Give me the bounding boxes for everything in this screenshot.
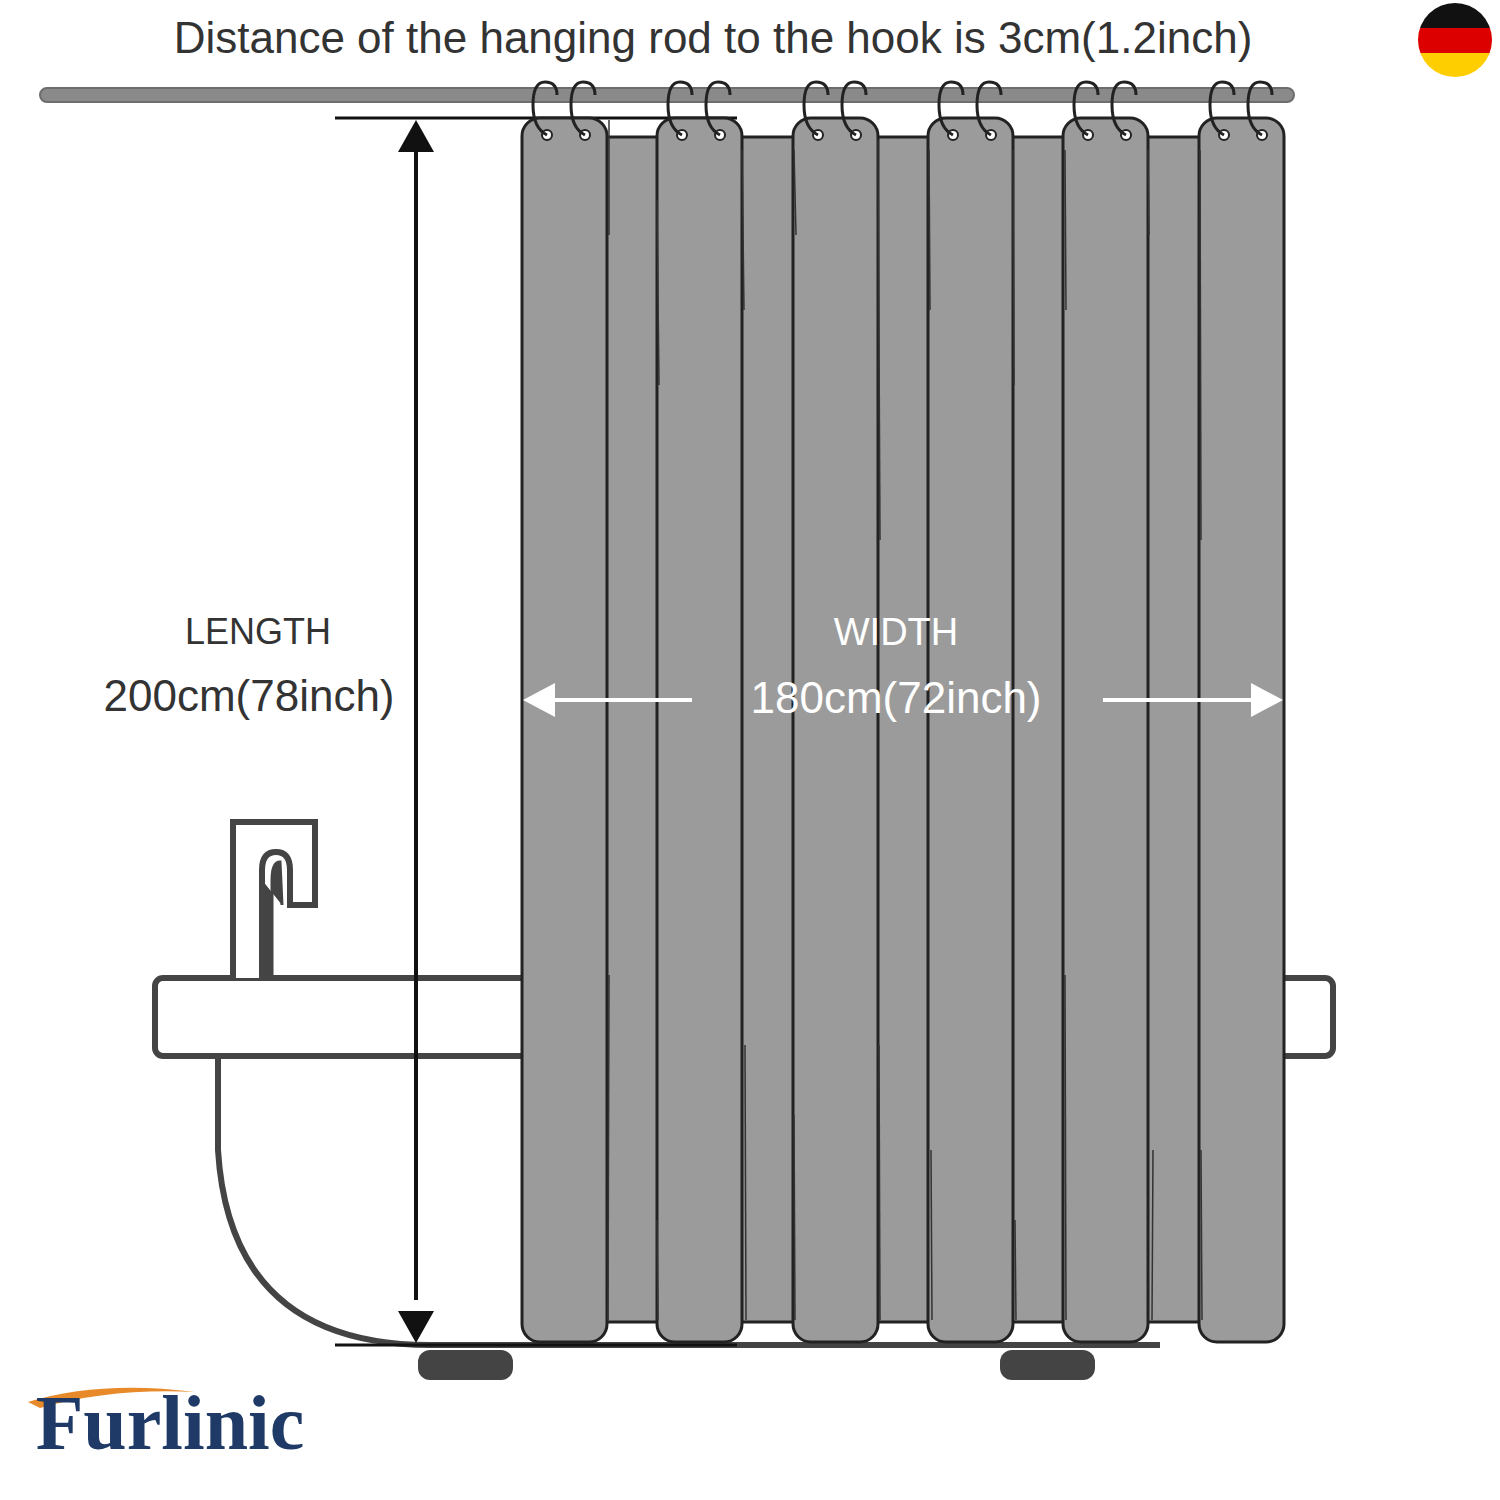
flag-icon xyxy=(1410,0,1500,83)
dimension-value: 180cm(72inch) xyxy=(750,674,1041,722)
dimension-name: WIDTH xyxy=(834,612,959,654)
dimension-value: 200cm(78inch) xyxy=(103,672,394,720)
shower-curtain xyxy=(522,118,1284,1342)
dimension-name: LENGTH xyxy=(185,612,331,652)
curtain-hooks xyxy=(533,82,1272,135)
brand-logo: Furlinic xyxy=(36,1380,305,1466)
curtain-panel: WIDTH 180cm(72inch) xyxy=(522,118,1284,1342)
caption-note: Distance of the hanging rod to the hook … xyxy=(174,14,1253,62)
